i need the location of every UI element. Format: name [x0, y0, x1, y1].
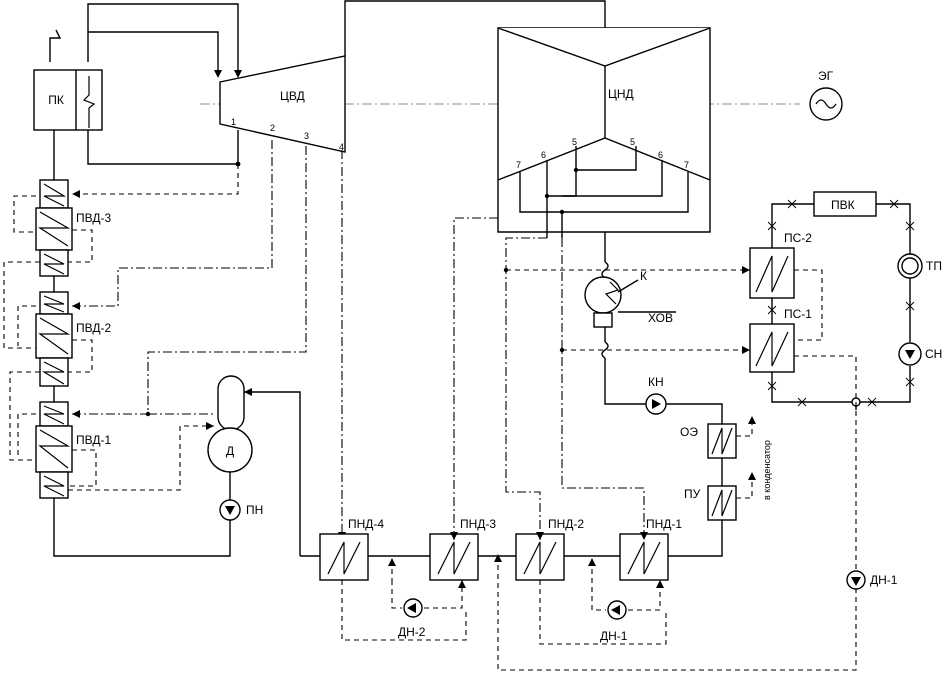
- turbine-cnd: ЦНД 7 6 5 5 6 7: [497, 27, 711, 238]
- boiler-pk: ПК: [33, 69, 103, 131]
- lp-extraction-5l: 5: [572, 137, 577, 147]
- heater-pvd2: ПВД-2: [35, 291, 111, 387]
- extraction-2-line: [72, 140, 273, 307]
- hov-label: ХОВ: [648, 311, 673, 325]
- network-pump-sn: СН: [898, 342, 942, 366]
- ps-drain-line: [794, 355, 857, 576]
- lp-extraction-7r: 7: [684, 160, 689, 170]
- extraction-2-label: 2: [270, 123, 275, 133]
- dn1-bottom-label: ДН-1: [600, 629, 628, 643]
- heat-consumer-tp: ТП: [897, 253, 942, 279]
- dn2-label: ДН-2: [398, 625, 426, 639]
- tp-label: ТП: [926, 259, 942, 273]
- extraction-3-line: [72, 146, 307, 415]
- condenser-k: К ХОВ: [584, 232, 676, 328]
- heater-pnd4: ПНД-4: [319, 517, 384, 581]
- lp-extraction-5r: 5: [630, 137, 635, 147]
- oe-to-condenser: [736, 418, 753, 437]
- lp-extraction-6r: 6: [658, 150, 663, 160]
- heater-pnd2: ПНД-2: [515, 517, 584, 581]
- pvd1-label: ПВД-1: [76, 433, 111, 447]
- ejector-cooler-oe: ОЭ: [680, 423, 737, 459]
- dn1-right-label: ДН-1: [870, 573, 898, 587]
- fw-main-line: [53, 498, 231, 557]
- turbine-cvd: ЦВД 1 2 3 4: [219, 55, 346, 153]
- condensate-pump-kn: КН: [645, 375, 667, 415]
- seal-cooler-pu: ПУ: [684, 485, 737, 521]
- extraction-1-line: [72, 164, 239, 195]
- extraction-7-line: [561, 238, 645, 540]
- cvd-label: ЦВД: [280, 89, 305, 103]
- heater-pvd3: ПВД-3: [35, 179, 111, 277]
- oe-label: ОЭ: [680, 425, 698, 439]
- lp-extraction-7l: 7: [516, 160, 521, 170]
- pu-label: ПУ: [684, 487, 701, 501]
- cnd-label: ЦНД: [608, 87, 634, 101]
- pnd1-label: ПНД-1: [646, 517, 682, 531]
- pnd3-label: ПНД-3: [460, 517, 496, 531]
- network-drain-return: [497, 556, 857, 671]
- network-heater-ps2: ПС-2: [749, 231, 812, 299]
- feed-pump-pn: ПН: [219, 499, 263, 521]
- deaerator-d: Д: [207, 375, 253, 473]
- pvd3-label: ПВД-3: [76, 211, 111, 225]
- eg-label: ЭГ: [818, 69, 834, 83]
- pn-label: ПН: [246, 503, 263, 517]
- sn-label: СН: [925, 347, 942, 361]
- heater-pnd1: ПНД-1: [619, 517, 682, 581]
- v-kondensator-label: в конденсатор: [762, 440, 772, 500]
- heater-pvd1: ПВД-1: [35, 401, 111, 499]
- drain-pump-dn1-bottom: ДН-1: [600, 600, 628, 643]
- peak-boiler-pvk: ПВК: [813, 191, 877, 217]
- extraction-1-label: 1: [231, 117, 236, 127]
- generator-eg: ЭГ: [809, 69, 843, 121]
- pnd4-label: ПНД-4: [348, 517, 384, 531]
- drain-pump-dn2: ДН-2: [398, 598, 426, 639]
- d-label: Д: [226, 444, 234, 458]
- pvd2-label: ПВД-2: [76, 321, 111, 335]
- extraction-4-label: 4: [339, 142, 344, 152]
- ps1-label: ПС-1: [784, 307, 812, 321]
- reheat-return-line: [87, 130, 239, 165]
- pnd2-label: ПНД-2: [548, 517, 584, 531]
- hp-drain-to-deaerator: [68, 425, 214, 491]
- pnd4-drain: [391, 580, 402, 609]
- condensate-to-deaerator: [244, 391, 301, 556]
- extraction-3-label: 3: [304, 131, 309, 141]
- pnd2-drain: [591, 560, 606, 611]
- heater-pnd3: ПНД-3: [429, 517, 496, 581]
- lp-extraction-6l: 6: [541, 150, 546, 160]
- network-loop: [767, 199, 915, 407]
- extraction-6-line: [505, 237, 547, 540]
- extraction-5-line: [453, 217, 498, 540]
- kn-label: КН: [648, 375, 664, 389]
- network-heater-ps1: ПС-1: [749, 307, 812, 373]
- drain-pump-dn1-right: ДН-1: [846, 570, 898, 590]
- main-steam-line: [49, 3, 242, 78]
- k-label: К: [640, 269, 647, 283]
- ps2-label: ПС-2: [784, 231, 812, 245]
- pvk-label: ПВК: [831, 198, 855, 212]
- pk-label: ПК: [48, 93, 64, 107]
